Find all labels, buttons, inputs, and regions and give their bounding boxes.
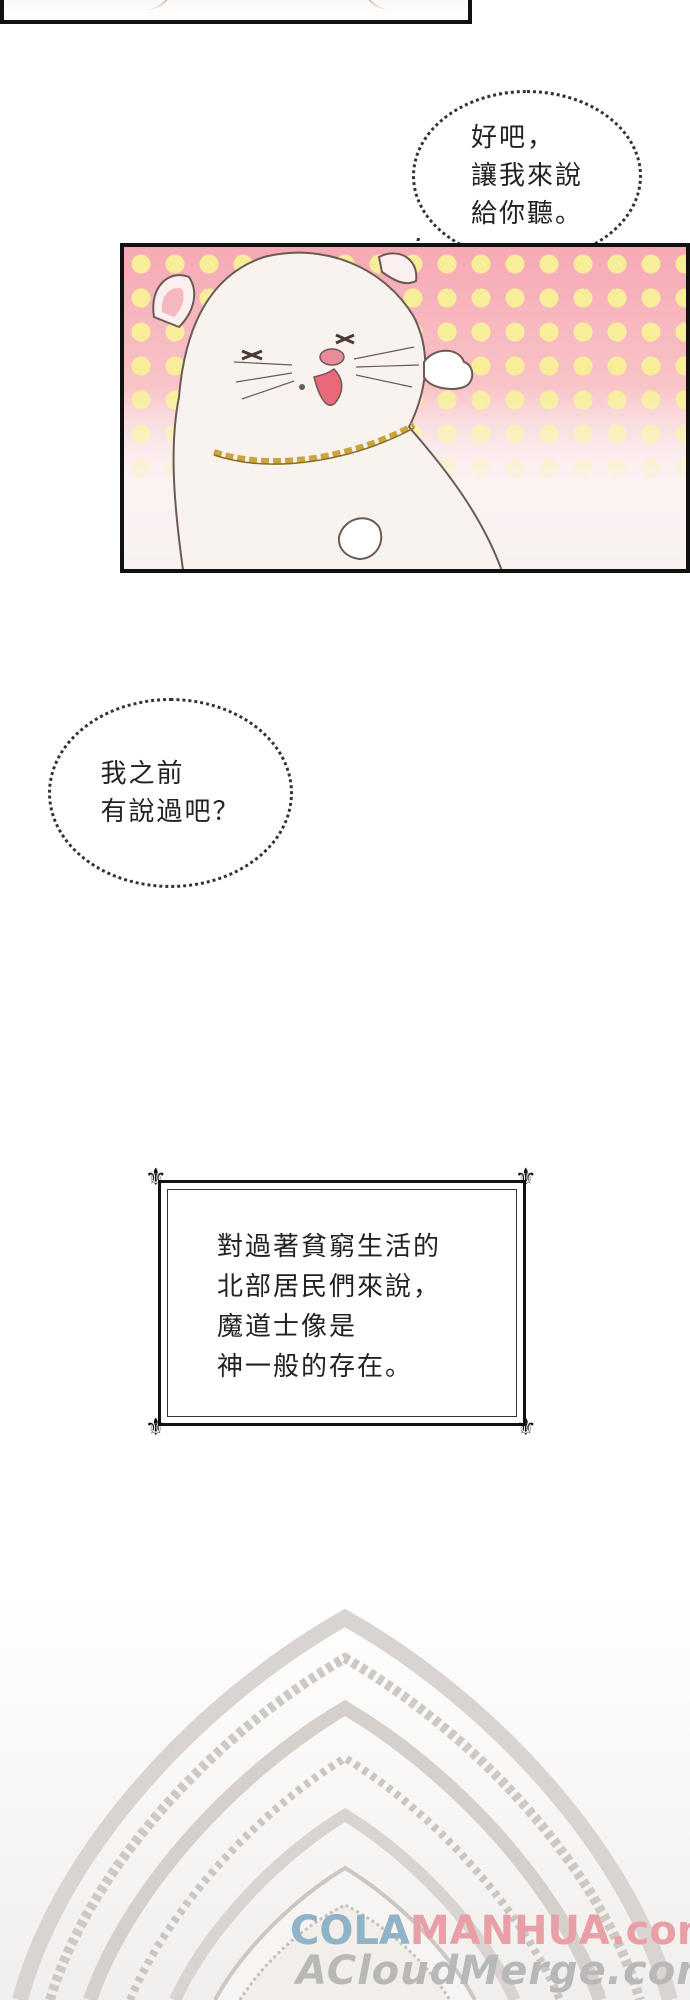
speech-bubble-second-text: 我之前 有說過吧？ [100, 755, 240, 831]
fleur-corner-icon: ⚜ [145, 1413, 167, 1441]
fur-outline-left [144, 0, 177, 10]
watermark-line1: COLAMANHUA.com [290, 1908, 690, 1954]
speech-bubble-second: 我之前 有說過吧？ [48, 698, 293, 888]
archway-illustration [0, 1590, 690, 2000]
narration-line: 魔道士像是 [217, 1312, 358, 1342]
narration-text: 對過著貧窮生活的 北部居民們來說， 魔道士像是 神一般的存在。 [217, 1227, 441, 1387]
bubble-line: 有說過吧？ [100, 797, 241, 827]
watermark-cola: COLA [290, 1908, 410, 1954]
speech-bubble-first-text: 好吧， 讓我來說 給你聽。 [471, 119, 583, 233]
fleur-corner-icon: ⚜ [515, 1163, 537, 1191]
top-partial-panel [0, 0, 472, 24]
fleur-corner-icon: ⚜ [515, 1413, 537, 1441]
bubble-line: 好吧， [470, 123, 555, 153]
fleur-corner-icon: ⚜ [145, 1163, 167, 1191]
watermark-manhua: MANHUA.com [409, 1908, 690, 1954]
narration-inner-border [167, 1189, 517, 1417]
ferret-panel [120, 243, 690, 573]
speech-bubble-first: 好吧， 讓我來說 給你聽。 [412, 90, 642, 262]
archway-drawing [0, 1590, 690, 2000]
bubble-line: 我之前 [100, 759, 185, 789]
fur-outline-right [359, 0, 392, 10]
bubble-line: 給你聽。 [470, 199, 583, 229]
narration-line: 神一般的存在。 [217, 1352, 414, 1382]
ferret-illustration [152, 251, 503, 569]
narration-line: 北部居民們來說， [217, 1272, 442, 1302]
watermark-line2: ACloudMerge.com [296, 1948, 690, 1994]
narration-line: 對過著貧窮生活的 [217, 1232, 442, 1262]
narration-box: 對過著貧窮生活的 北部居民們來說， 魔道士像是 神一般的存在。 [158, 1180, 526, 1426]
bubble-line: 讓我來說 [470, 161, 583, 191]
